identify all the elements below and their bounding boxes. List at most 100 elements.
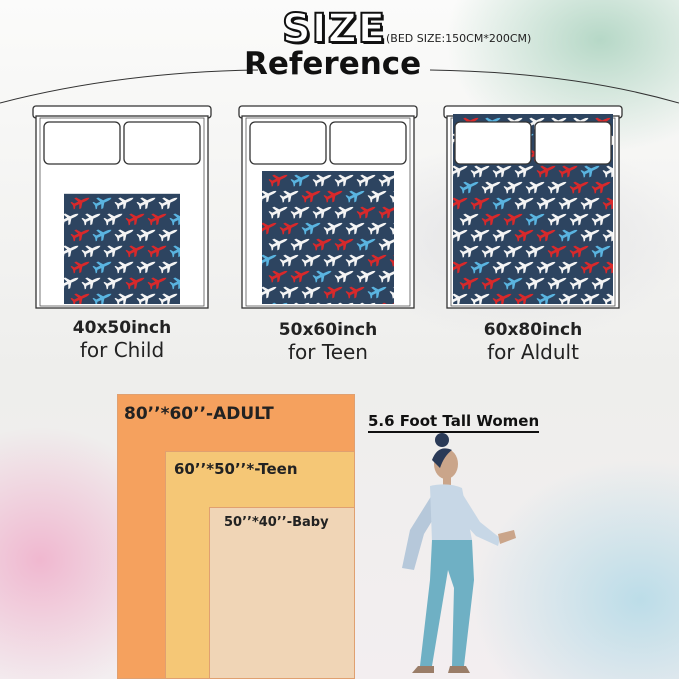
airplane-icon [453, 293, 468, 304]
bed-child [30, 104, 214, 310]
airplane-icon [580, 293, 600, 304]
airplane-icon [312, 174, 332, 187]
blanket [262, 171, 394, 304]
bed-child-drawing [32, 105, 212, 309]
airplane-icon [268, 174, 288, 187]
bed-child-label: 40x50inch for Child [27, 318, 217, 362]
airplane-icon [279, 190, 299, 203]
bed-adult [441, 104, 625, 310]
airplane-icon [92, 293, 112, 304]
airplane-icon [602, 261, 613, 274]
airplane-icon [514, 261, 534, 274]
airplane-icon [92, 229, 112, 242]
bed-teen-drawing [238, 105, 418, 309]
airplane-icon [503, 245, 523, 258]
airplane-icon [125, 277, 145, 290]
airplane-icon [558, 197, 578, 210]
airplane-icon [64, 213, 79, 226]
airplane-icon [525, 245, 545, 258]
airplane-icon [514, 197, 534, 210]
teen-size-label: 60’’*50’’*-Teen [174, 460, 298, 478]
airplane-icon [290, 206, 310, 219]
airplane-icon [356, 174, 376, 187]
airplane-icon [547, 181, 567, 194]
bed-adult-label: 60x80inch for Aldult [438, 320, 628, 364]
airplane-icon [114, 261, 134, 274]
airplane-icon [92, 261, 112, 274]
airplane-icon [114, 197, 134, 210]
airplane-icon [569, 213, 589, 226]
airplane-icon [453, 197, 468, 210]
airplane-icon [268, 238, 288, 251]
airplane-icon [591, 245, 611, 258]
airplane-icon [536, 197, 556, 210]
airplane-icon [536, 229, 556, 242]
airplane-icon [492, 293, 512, 304]
airplane-icon [262, 286, 277, 299]
airplane-icon [367, 286, 387, 299]
airplane-icon [345, 286, 365, 299]
airplane-icon [547, 277, 567, 290]
airplane-icon [536, 261, 556, 274]
pillow-right [329, 121, 407, 165]
bed-teen-audience: for Teen [288, 340, 368, 364]
airplane-icon [492, 197, 512, 210]
airplane-icon [602, 165, 613, 178]
airplane-icon [64, 277, 79, 290]
airplane-icon [125, 213, 145, 226]
airplane-icon [136, 229, 156, 242]
airplane-icon [470, 197, 490, 210]
airplane-icon [547, 213, 567, 226]
bed-child-audience: for Child [79, 338, 165, 362]
bed-adult-drawing [443, 105, 623, 309]
airplane-icon [290, 174, 310, 187]
airplane-icon [569, 245, 589, 258]
airplane-icon [103, 245, 123, 258]
airplane-icon [580, 229, 600, 242]
airplane-icon [481, 213, 501, 226]
airplane-icon [147, 277, 167, 290]
airplane-icon [470, 229, 490, 242]
airplane-icon [136, 293, 156, 304]
airplane-icon [514, 229, 534, 242]
pillow-right [123, 121, 201, 165]
title-size: SIZE [281, 5, 387, 53]
airplane-icon [114, 229, 134, 242]
airplane-icon [323, 222, 343, 235]
airplane-icon [378, 238, 394, 251]
airplane-icon [492, 165, 512, 178]
airplane-icon [503, 181, 523, 194]
airplane-icon [147, 245, 167, 258]
airplane-icon [103, 277, 123, 290]
airplane-icon [169, 277, 180, 290]
airplane-icon [367, 222, 387, 235]
airplane-icon [169, 245, 180, 258]
airplane-icon [378, 206, 394, 219]
airplane-icon [312, 238, 332, 251]
airplane-icon [470, 261, 490, 274]
airplane-icon [323, 286, 343, 299]
airplane-icon [147, 213, 167, 226]
airplane-icon [525, 277, 545, 290]
airplane-icon [301, 190, 321, 203]
airplane-icon [345, 254, 365, 267]
airplane-icon [378, 174, 394, 187]
airplane-icon [558, 165, 578, 178]
airplane-icon [345, 222, 365, 235]
bed-size-note: (BED SIZE:150CM*200CM) [386, 32, 532, 45]
pillow-left [454, 121, 532, 165]
airplane-icon [514, 293, 534, 304]
bed-teen-size: 50x60inch [278, 320, 378, 340]
baby-size-label: 50’’*40’’-Baby [224, 515, 329, 530]
baby-size-rect [209, 507, 355, 679]
airplane-icon [70, 229, 90, 242]
airplane-icon [323, 190, 343, 203]
airplane-icon [536, 165, 556, 178]
airplane-icon [602, 197, 613, 210]
pillow-left [43, 121, 121, 165]
airplane-icon [81, 245, 101, 258]
airplane-icon [356, 270, 376, 283]
airplane-icon [602, 229, 613, 242]
airplane-icon [602, 293, 613, 304]
airplane-icon [367, 254, 387, 267]
